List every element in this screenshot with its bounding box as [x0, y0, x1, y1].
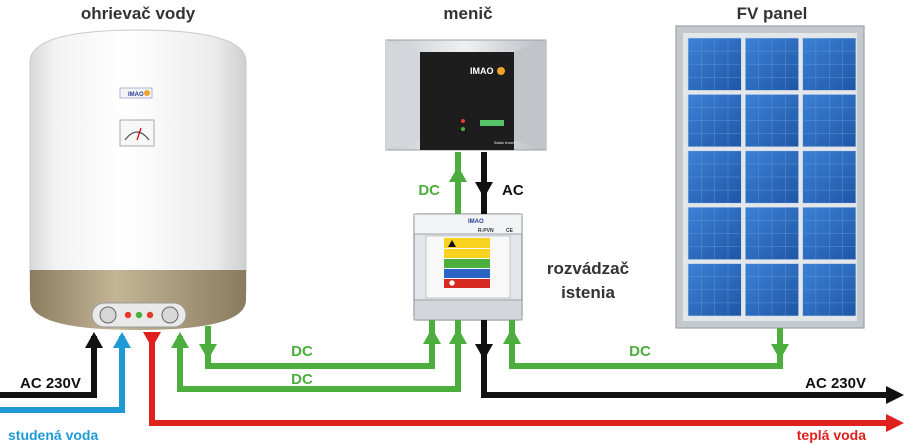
- box-warning-label: [444, 238, 490, 248]
- dc-heater-out-arrow-icon: [199, 344, 217, 360]
- heater-title: ohrievač vody: [81, 4, 196, 23]
- dc-lower-label: DC: [291, 371, 313, 388]
- hot-water-arrow-icon: [143, 332, 161, 348]
- heater-logo-mark: [144, 90, 150, 96]
- distribution-box-label-1: rozvádzač: [547, 259, 629, 278]
- dc-heater-in-arrow-icon: [171, 332, 189, 348]
- distribution-box: IMAO R-PVN CE: [413, 213, 523, 321]
- panel-title: FV panel: [737, 4, 808, 23]
- hot-water-label: teplá voda: [797, 427, 866, 443]
- heater-right-knob: [161, 306, 179, 324]
- ac230-right-label: AC 230V: [805, 375, 866, 392]
- hot-water-out-arrow-icon: [886, 414, 904, 432]
- cold-water-arrow-icon: [113, 332, 131, 348]
- dc-panel-arrow-icon: [771, 344, 789, 360]
- box-logo: IMAO: [468, 219, 484, 225]
- inverter-title: menič: [443, 4, 492, 23]
- heater-logo: IMAO: [128, 92, 144, 98]
- box-model: R-PVN: [478, 228, 494, 234]
- box-info-label-green: [444, 259, 490, 268]
- inverter-logo: IMAO: [470, 66, 494, 76]
- cold-water-label: studená voda: [8, 427, 98, 443]
- inverter: IMAO Solar Inverter: [385, 39, 547, 151]
- dc-box-up-arrow-2-icon: [449, 328, 467, 344]
- prohibition-icon: [448, 279, 456, 287]
- ac-inverter-down-arrow-icon: [475, 182, 493, 198]
- ac230-heater-arrow-icon: [85, 332, 103, 348]
- heater-thermometer-icon: [119, 119, 155, 147]
- box-ce-mark: CE: [506, 228, 514, 234]
- dc-line-upper: [205, 320, 435, 369]
- ac-inverter-label: AC: [502, 182, 524, 199]
- dc-box-up-arrow-1-icon: [423, 328, 441, 344]
- heater-indicator-3: [146, 311, 154, 319]
- ac230-left-label: AC 230V: [20, 375, 81, 392]
- hot-water-line: [149, 336, 894, 426]
- dc-panel-label: DC: [629, 343, 651, 360]
- inverter-logo-mark: [497, 67, 505, 75]
- inverter-caption: Solar Inverter: [494, 140, 520, 145]
- box-info-label-blue: [444, 269, 490, 278]
- dc-line-lower: [177, 320, 461, 392]
- ac230-down-arrow-icon: [475, 344, 493, 360]
- box-info-label-red: [444, 279, 490, 288]
- distribution-box-label-2: istenia: [561, 283, 615, 302]
- inverter-led-green: [461, 127, 465, 131]
- pv-panel: [675, 25, 865, 329]
- warning-triangle-icon: [448, 240, 456, 247]
- dc-inverter-up-arrow-icon: [449, 166, 467, 182]
- heater-left-knob: [99, 306, 117, 324]
- inverter-led-red: [461, 119, 465, 123]
- cold-water-line: [0, 336, 125, 413]
- water-heater: IMAO: [29, 29, 247, 330]
- ac230-line-left: [0, 336, 97, 398]
- heater-indicator-2: [135, 311, 143, 319]
- inverter-front-panel: [420, 52, 514, 150]
- heater-indicator-1: [124, 311, 132, 319]
- dc-inverter-label: DC: [418, 182, 440, 199]
- dc-upper-label: DC: [291, 343, 313, 360]
- dc-box-panel-arrow-icon: [503, 328, 521, 344]
- ac230-out-arrow-icon: [886, 386, 904, 404]
- heater-base: [30, 270, 246, 330]
- inverter-display: [480, 120, 504, 126]
- heater-logo-plate: [119, 87, 153, 99]
